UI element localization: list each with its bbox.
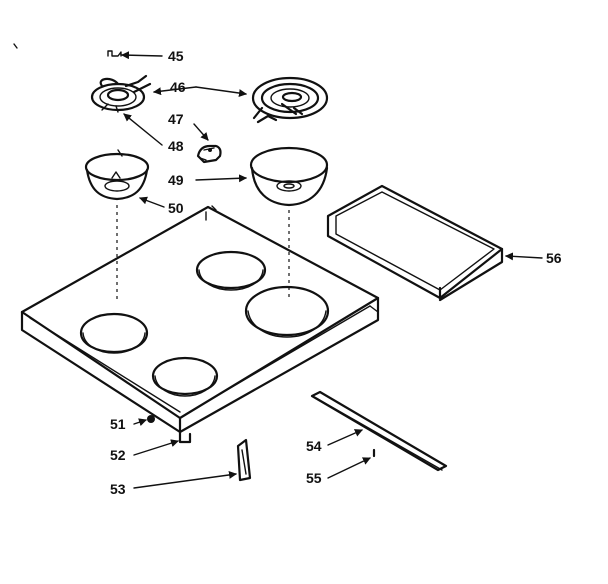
part-47-receptacle: [196, 144, 222, 164]
callout-53: 53: [110, 481, 126, 497]
leader-lines: [121, 51, 543, 489]
part-46-large-surface-element: [251, 76, 329, 124]
callout-48: 48: [168, 138, 184, 154]
callout-49: 49: [168, 172, 184, 188]
part-52-cooktop-body: [20, 205, 380, 444]
callout-45: 45: [168, 48, 184, 64]
part-56-cooktop-plate: [326, 184, 504, 302]
part-54-trim-strip: [310, 390, 448, 472]
callout-47: 47: [168, 111, 184, 127]
callout-56: 56: [546, 250, 562, 266]
part-49-large-drip-pan: [249, 146, 329, 207]
callout-labels: 45 46 47 48 49 50 51 52 53 54 55 56: [110, 48, 562, 497]
part-45-terminal-clip: [107, 50, 122, 57]
part-50-small-drip-pan: [84, 149, 150, 201]
callout-55: 55: [306, 470, 322, 486]
callout-46: 46: [170, 79, 186, 95]
alignment-lines: [116, 205, 290, 300]
speck-mark: [13, 43, 18, 49]
callout-54: 54: [306, 438, 322, 454]
callout-50: 50: [168, 200, 184, 216]
part-46-small-surface-element: [90, 74, 152, 113]
callout-52: 52: [110, 447, 126, 463]
callout-51: 51: [110, 416, 126, 432]
part-53-bracket: [236, 438, 252, 482]
part-51-screw: [147, 415, 155, 423]
